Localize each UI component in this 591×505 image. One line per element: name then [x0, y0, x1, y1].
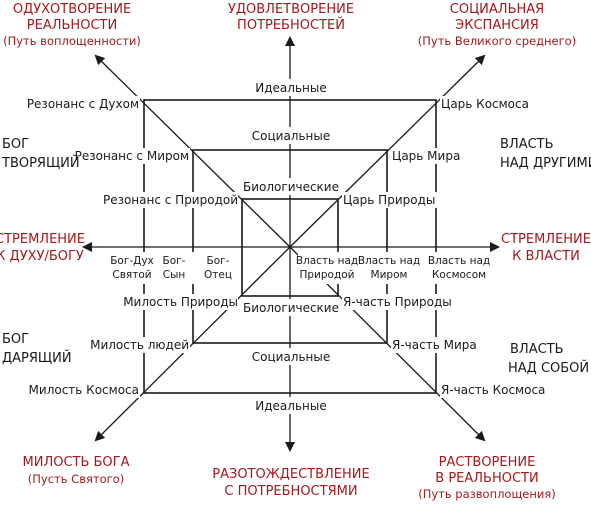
level-bio-top: Биологические	[243, 180, 339, 194]
outer-square-ideal	[143, 99, 437, 394]
label-power-over-others-1: ВЛАСТЬ	[500, 137, 554, 152]
axis-left-label-father-2: Отец	[204, 269, 232, 281]
side-left-1: СТРЕМЛЕНИЕ	[0, 232, 85, 247]
corner-top-center-1: УДОВЛЕТВОРЕНИЕ	[228, 2, 354, 17]
level-ideal-bottom: Идеальные	[255, 399, 326, 413]
side-right-1: СТРЕМЛЕНИЕ	[501, 232, 591, 247]
inner-square-biological	[241, 198, 339, 297]
corner-top-right-2: ЭКСПАНСИЯ	[455, 18, 539, 33]
middle-square-social	[192, 149, 388, 344]
side-left-2: К ДУХУ/БОГУ	[0, 249, 84, 264]
node-i-part-nature: Я-часть Природы	[343, 295, 452, 309]
node-tsar-nature: Царь Природы	[343, 193, 435, 207]
axis-right-label-nature-1: Власть над	[296, 255, 358, 267]
label-god-giving-1: БОГ	[2, 332, 29, 347]
level-ideal-top: Идеальные	[255, 81, 326, 95]
node-mercy-people: Милость людей	[90, 338, 189, 352]
node-resonance-nature: Резонанс с Природой	[103, 193, 238, 207]
axis-right-label-cosmos-1: Власть над	[428, 255, 490, 267]
axis-right-label-world-2: Миром	[371, 269, 408, 281]
corner-top-right-1: СОЦИАЛЬНАЯ	[450, 2, 544, 17]
axis-left-label-holy-spirit-1: Бог-Дух	[110, 255, 154, 267]
label-power-over-others-2: НАД ДРУГИМИ	[500, 156, 591, 171]
corner-bottom-left-sub: (Пусть Святого)	[28, 472, 124, 486]
node-i-part-world: Я-часть Мира	[392, 338, 477, 352]
corner-bottom-center-2: С ПОТРЕБНОСТЯМИ	[224, 484, 357, 499]
label-god-creating-1: БОГ	[2, 137, 29, 152]
label-god-creating-2: ТВОРЯЩИЙ	[1, 155, 80, 171]
axis-left-label-father-1: Бог-	[207, 255, 230, 267]
label-god-giving-2: ДАРЯЩИЙ	[2, 350, 72, 366]
corner-bottom-right-1: РАСТВОРЕНИЕ	[439, 455, 536, 470]
corner-top-left-2: РЕАЛЬНОСТИ	[27, 18, 117, 33]
corner-top-left-1: ОДУХОТВОРЕНИЕ	[13, 2, 131, 17]
node-resonance-world: Резонанс с Миром	[75, 149, 189, 163]
label-power-over-self-1: ВЛАСТЬ	[510, 342, 564, 357]
node-mercy-nature: Милость Природы	[123, 295, 238, 309]
corner-top-center-2: ПОТРЕБНОСТЕЙ	[237, 17, 345, 33]
node-tsar-world: Царь Мира	[392, 149, 460, 163]
axis-left-label-holy-spirit-2: Святой	[112, 269, 151, 281]
corner-top-right-sub: (Путь Великого среднего)	[418, 34, 576, 48]
level-social-bottom: Социальные	[252, 350, 331, 364]
corner-bottom-right-2: В РЕАЛЬНОСТИ	[435, 471, 538, 486]
level-social-top: Социальные	[252, 129, 331, 143]
axis-right-label-nature-2: Природой	[300, 269, 355, 281]
node-i-part-cosmos: Я-часть Космоса	[441, 383, 545, 397]
node-resonance-spirit: Резонанс с Духом	[27, 97, 139, 111]
level-bio-bottom: Биологические	[243, 301, 339, 315]
corner-bottom-left-1: МИЛОСТЬ БОГА	[23, 455, 130, 470]
axis-left-label-son-1: Бог-	[163, 255, 186, 267]
side-right-2: К ВЛАСТИ	[512, 249, 580, 264]
node-tsar-cosmos: Царь Космоса	[441, 97, 529, 111]
axis-left-label-son-2: Сын	[163, 269, 186, 281]
axis-right-label-world-1: Власть над	[358, 255, 420, 267]
corner-bottom-right-sub: (Путь развоплощения)	[418, 487, 556, 501]
corner-top-left-sub: (Путь воплощенности)	[3, 34, 141, 48]
node-mercy-cosmos: Милость Космоса	[29, 383, 139, 397]
corner-bottom-center-1: РАЗОТОЖДЕСТВЛЕНИЕ	[212, 467, 370, 482]
label-power-over-self-2: НАД СОБОЙ	[508, 360, 589, 376]
axis-right-label-cosmos-2: Космосом	[432, 269, 486, 281]
